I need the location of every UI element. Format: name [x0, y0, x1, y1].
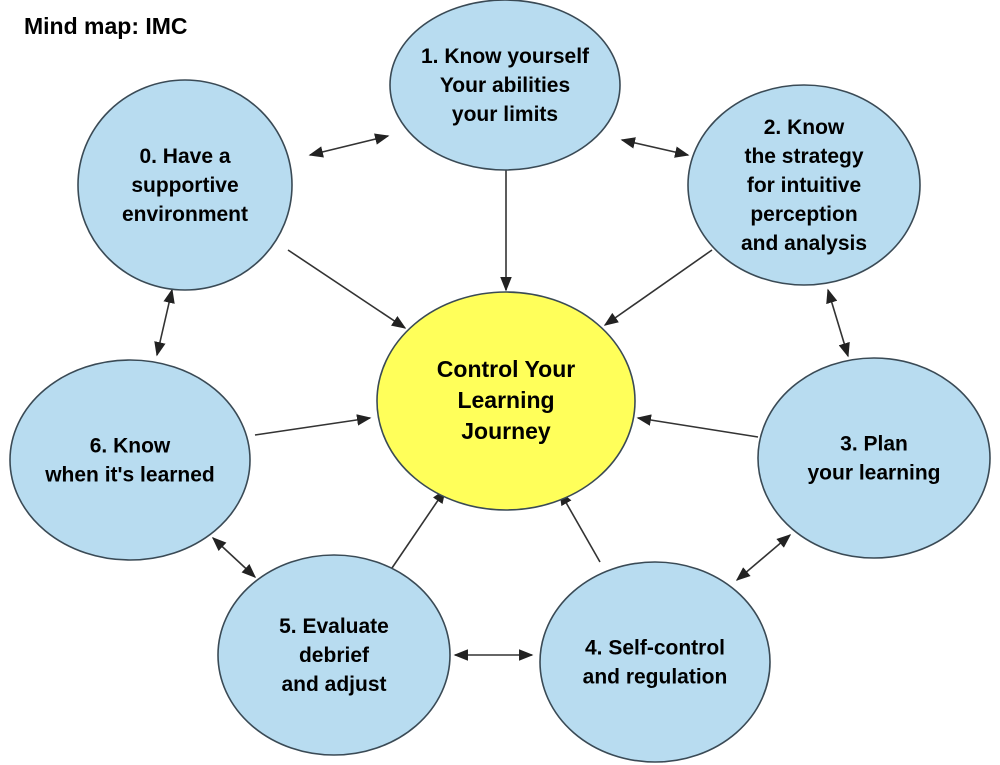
node-n4: 4. Self-control and regulation — [539, 561, 771, 763]
node-label-line: supportive — [131, 174, 238, 197]
node-ellipse — [757, 357, 991, 559]
edge-n2-center — [603, 249, 713, 326]
node-label-line: your learning — [807, 462, 940, 485]
node-ellipse — [217, 554, 451, 756]
node-label-line: Journey — [461, 418, 551, 444]
node-label-line: the strategy — [744, 145, 863, 168]
node-ellipse — [539, 561, 771, 763]
edge-n3-center — [636, 414, 759, 438]
edge-n4-center — [559, 490, 601, 563]
node-label-line: 2. Know — [764, 116, 845, 139]
node-label-line: Your abilities — [440, 74, 570, 97]
node-label-line: Learning — [457, 387, 554, 413]
edge-n5-n6 — [211, 537, 257, 578]
node-ellipse — [389, 0, 621, 171]
edge-n5-center — [391, 488, 446, 569]
edge-n0-n1 — [308, 133, 390, 158]
diagram-title: Mind map: IMC — [24, 13, 188, 39]
edge-n6-center — [254, 414, 372, 436]
node-label-line: when it's learned — [44, 464, 215, 487]
node-label-line: 0. Have a — [139, 145, 230, 168]
node-label-line: debrief — [299, 644, 370, 667]
node-label-line: and analysis — [741, 232, 867, 255]
node-ellipse — [9, 359, 251, 561]
node-label-line: and regulation — [583, 666, 728, 689]
edge-n0-center — [287, 249, 407, 329]
edge-n3-n4 — [735, 534, 792, 581]
node-n6: 6. Know when it's learned — [9, 359, 251, 561]
node-label-line: for intuitive — [747, 174, 861, 197]
node-label-line: environment — [122, 203, 248, 226]
node-label-line: 3. Plan — [840, 433, 908, 456]
node-n3: 3. Plan your learning — [757, 357, 991, 559]
node-label-line: 1. Know yourself — [421, 45, 590, 68]
edge-n2-n3 — [826, 288, 850, 358]
node-ellipse — [687, 84, 921, 286]
edge-n6-n0 — [154, 288, 175, 357]
node-label-line: Control Your — [437, 356, 575, 382]
node-label-line: 5. Evaluate — [279, 615, 389, 638]
node-label-line: 6. Know — [90, 435, 171, 458]
node-label-line: your limits — [452, 103, 558, 126]
node-label-line: perception — [750, 203, 857, 226]
node-ellipse — [77, 79, 293, 291]
edge-n1-n2 — [620, 137, 690, 158]
node-label-line: 4. Self-control — [585, 637, 725, 660]
node-n0: 0. Have a supportive environment — [77, 79, 293, 291]
node-ellipse — [376, 291, 636, 511]
node-n5: 5. Evaluate debrief and adjust — [217, 554, 451, 756]
node-n2: 2. Know the strategy for intuitive percepti… — [687, 84, 921, 286]
node-label-line: and adjust — [281, 673, 386, 696]
